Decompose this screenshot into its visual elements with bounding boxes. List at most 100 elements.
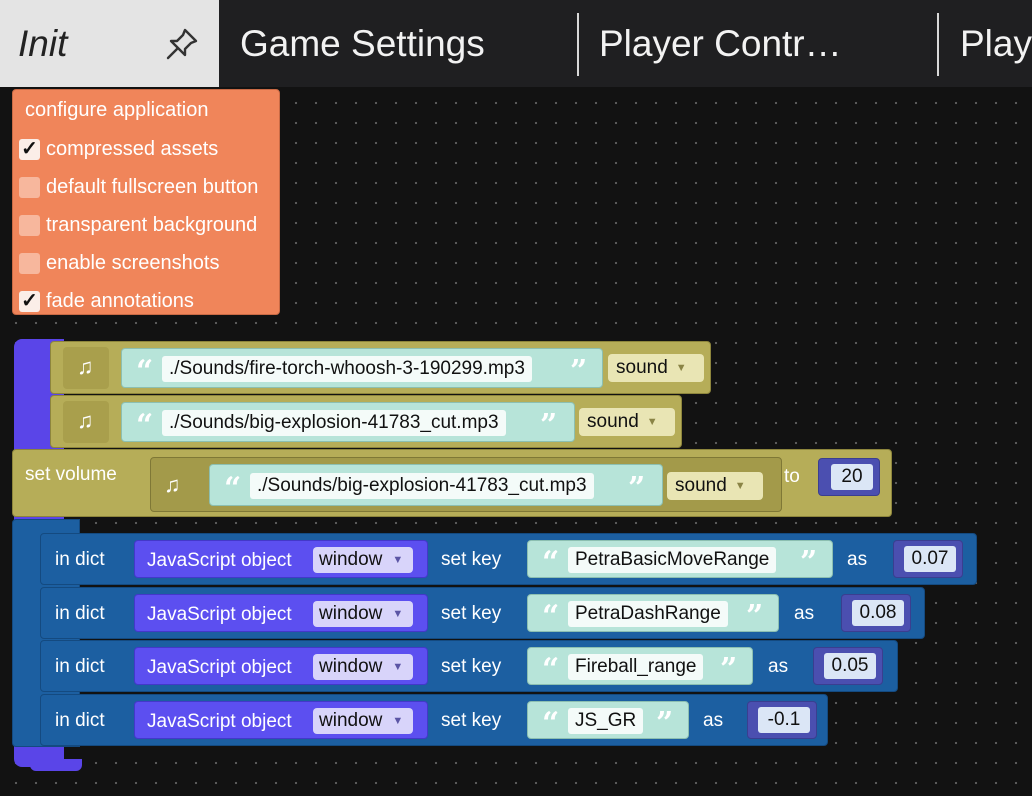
js-object-block[interactable]: JavaScript object window ▼	[134, 594, 428, 632]
in-dict-label: in dict	[55, 603, 105, 624]
js-object-label: JavaScript object	[147, 550, 292, 571]
js-object-block[interactable]: JavaScript object window ▼	[134, 647, 428, 685]
as-label: as	[703, 710, 724, 731]
dict-set-row[interactable]: in dict JavaScript object window ▼ set k…	[40, 533, 977, 585]
tab-init[interactable]: Init	[0, 0, 219, 87]
key-input[interactable]: PetraDashRange	[568, 601, 728, 627]
pin-icon[interactable]	[164, 26, 200, 62]
option-default-fullscreen-button[interactable]: default fullscreen button	[19, 175, 258, 199]
to-label: to	[784, 466, 800, 487]
in-dict-label: in dict	[55, 549, 105, 570]
tab-separator	[937, 13, 939, 76]
sound-type-dropdown[interactable]: sound ▼	[667, 472, 763, 500]
sound-type-dropdown[interactable]: sound ▼	[608, 354, 704, 382]
option-fade-annotations[interactable]: ✓ fade annotations	[19, 289, 194, 313]
sound-slot	[63, 347, 109, 389]
key-string-block[interactable]: “ Fireball_range ”	[527, 647, 753, 685]
value-input[interactable]: 0.08	[852, 600, 904, 626]
sound-file-input[interactable]: ./Sounds/fire-torch-whoosh-3-190299.mp3	[162, 356, 532, 382]
value-input[interactable]: -0.1	[758, 707, 810, 733]
sound-type-dropdown[interactable]: sound ▼	[579, 408, 675, 436]
value-number-block[interactable]: -0.1	[747, 701, 817, 739]
sound-file-string-block[interactable]: “ ./Sounds/fire-torch-whoosh-3-190299.mp…	[121, 348, 603, 388]
close-quote-icon: ”	[800, 545, 818, 580]
js-object-block[interactable]: JavaScript object window ▼	[134, 540, 428, 578]
value-input[interactable]: 0.07	[904, 546, 956, 572]
volume-value-input[interactable]: 20	[831, 464, 873, 490]
sound-block[interactable]: ♫ “ ./Sounds/big-explosion-41783_cut.mp3…	[50, 395, 682, 448]
dropdown-value: sound	[587, 411, 639, 432]
sound-slot	[63, 401, 109, 443]
dropdown-arrow-icon: ▼	[392, 554, 404, 566]
window-dropdown[interactable]: window ▼	[313, 654, 413, 680]
sound-file-string-block[interactable]: “ ./Sounds/big-explosion-41783_cut.mp3 ”	[121, 402, 575, 442]
dropdown-arrow-icon: ▼	[646, 416, 658, 428]
key-input[interactable]: Fireball_range	[568, 654, 704, 680]
dropdown-value: sound	[675, 475, 727, 496]
volume-sound-block[interactable]: ♫ “ ./Sounds/big-explosion-41783_cut.mp3…	[150, 457, 782, 512]
checkbox-checked[interactable]: ✓	[19, 290, 40, 312]
key-string-block[interactable]: “ JS_GR ”	[527, 701, 689, 739]
configure-application-block[interactable]: configure application ✓ compressed asset…	[12, 89, 280, 315]
checkbox-unchecked[interactable]	[19, 252, 40, 274]
window-dropdown[interactable]: window ▼	[313, 708, 413, 734]
window-dropdown[interactable]: window ▼	[313, 547, 413, 573]
key-string-block[interactable]: “ PetraBasicMoveRange ”	[527, 540, 833, 578]
checkbox-checked[interactable]: ✓	[19, 138, 40, 160]
dropdown-value: window	[319, 603, 383, 624]
option-label: fade annotations	[46, 289, 194, 312]
checkbox-unchecked[interactable]	[19, 214, 40, 236]
value-number-block[interactable]: 0.07	[893, 540, 963, 578]
tab-player-controls-label: Player Contr…	[599, 22, 842, 64]
js-object-label: JavaScript object	[147, 711, 292, 732]
dropdown-arrow-icon: ▼	[392, 715, 404, 727]
volume-number-block[interactable]: 20	[818, 458, 880, 496]
option-transparent-background[interactable]: transparent background	[19, 213, 257, 237]
js-object-block[interactable]: JavaScript object window ▼	[134, 701, 428, 739]
tab-bar: Init Game Settings Player Contr… Play	[0, 0, 1032, 87]
sound-file-string-block[interactable]: “ ./Sounds/big-explosion-41783_cut.mp3 ”	[209, 464, 663, 506]
sound-block[interactable]: ♫ “ ./Sounds/fire-torch-whoosh-3-190299.…	[50, 341, 711, 394]
checkbox-unchecked[interactable]	[19, 176, 40, 198]
dropdown-arrow-icon: ▼	[392, 661, 404, 673]
open-quote-icon: “	[136, 408, 154, 443]
tab-separator	[577, 13, 579, 76]
option-compressed-assets[interactable]: ✓ compressed assets	[19, 137, 218, 161]
key-string-block[interactable]: “ PetraDashRange ”	[527, 594, 779, 632]
tab-game-settings-label: Game Settings	[240, 22, 485, 64]
music-note-icon: ♫	[164, 472, 181, 497]
dropdown-arrow-icon: ▼	[734, 480, 746, 492]
sound-file-input[interactable]: ./Sounds/big-explosion-41783_cut.mp3	[250, 473, 594, 499]
configure-title: configure application	[25, 99, 209, 121]
open-quote-icon: “	[542, 652, 560, 687]
set-volume-block[interactable]: set volume ♫ “ ./Sounds/big-explosion-41…	[12, 449, 892, 517]
option-enable-screenshots[interactable]: enable screenshots	[19, 251, 219, 275]
js-object-label: JavaScript object	[147, 604, 292, 625]
dict-set-row[interactable]: in dict JavaScript object window ▼ set k…	[40, 694, 828, 746]
dropdown-arrow-icon: ▼	[675, 362, 687, 374]
set-key-label: set key	[441, 603, 502, 624]
dropdown-arrow-icon: ▼	[392, 608, 404, 620]
open-quote-icon: “	[542, 706, 560, 741]
value-number-block[interactable]: 0.05	[813, 647, 883, 685]
dropdown-value: window	[319, 549, 383, 570]
dropdown-value: window	[319, 710, 383, 731]
option-label: transparent background	[46, 213, 258, 236]
tab-game-settings[interactable]: Game Settings	[219, 0, 577, 87]
value-number-block[interactable]: 0.08	[841, 594, 911, 632]
as-label: as	[847, 549, 868, 570]
close-quote-icon: ”	[570, 354, 588, 389]
dict-set-row[interactable]: in dict JavaScript object window ▼ set k…	[40, 640, 898, 692]
key-input[interactable]: JS_GR	[568, 708, 644, 734]
value-input[interactable]: 0.05	[824, 653, 876, 679]
tab-player-controls[interactable]: Player Contr…	[579, 0, 937, 87]
option-label: compressed assets	[46, 137, 219, 160]
tab-play[interactable]: Play	[939, 0, 1032, 87]
dict-set-row[interactable]: in dict JavaScript object window ▼ set k…	[40, 587, 925, 639]
block-workspace[interactable]: configure application ✓ compressed asset…	[0, 87, 1032, 796]
option-label: enable screenshots	[46, 251, 220, 274]
window-dropdown[interactable]: window ▼	[313, 601, 413, 627]
key-input[interactable]: PetraBasicMoveRange	[568, 547, 777, 573]
tab-init-label: Init	[18, 22, 68, 64]
sound-file-input[interactable]: ./Sounds/big-explosion-41783_cut.mp3	[162, 410, 506, 436]
